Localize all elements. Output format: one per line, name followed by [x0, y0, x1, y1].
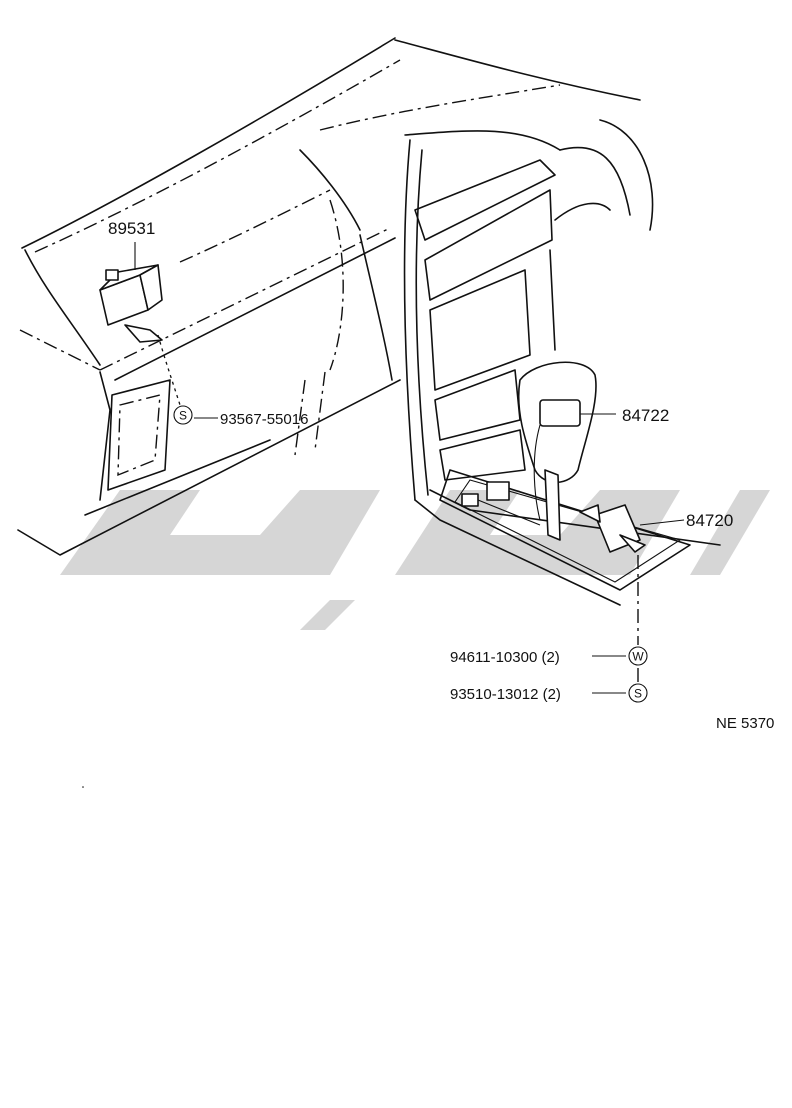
dashboard-outline: [17, 37, 401, 556]
label-93567-55016[interactable]: 93567-55016: [220, 411, 308, 428]
part-89531-body[interactable]: [99, 264, 163, 343]
symbol-s-2-label: S: [634, 687, 642, 701]
symbol-w-label: W: [632, 650, 644, 664]
figure-code: NE 5370: [716, 715, 774, 732]
part-84722-shift-lever[interactable]: [517, 361, 597, 541]
label-93510-13012[interactable]: 93510-13012 (2): [450, 686, 561, 703]
part-84720-switch[interactable]: [579, 504, 646, 553]
stray-dot: [82, 786, 84, 788]
symbol-s-1: S: [173, 405, 193, 425]
symbol-w: W: [628, 646, 648, 666]
leader-lines: [134, 242, 685, 694]
label-84722[interactable]: 84722: [622, 406, 669, 425]
label-94611-10300[interactable]: 94611-10300 (2): [450, 649, 560, 666]
symbol-s-2: S: [628, 683, 648, 703]
watermark-logo: [60, 490, 770, 630]
label-89531[interactable]: 89531: [108, 219, 155, 238]
symbol-s-1-label: S: [179, 409, 187, 423]
connector-left: [461, 481, 541, 526]
console-outline: [319, 39, 721, 606]
label-84720[interactable]: 84720: [686, 511, 733, 530]
